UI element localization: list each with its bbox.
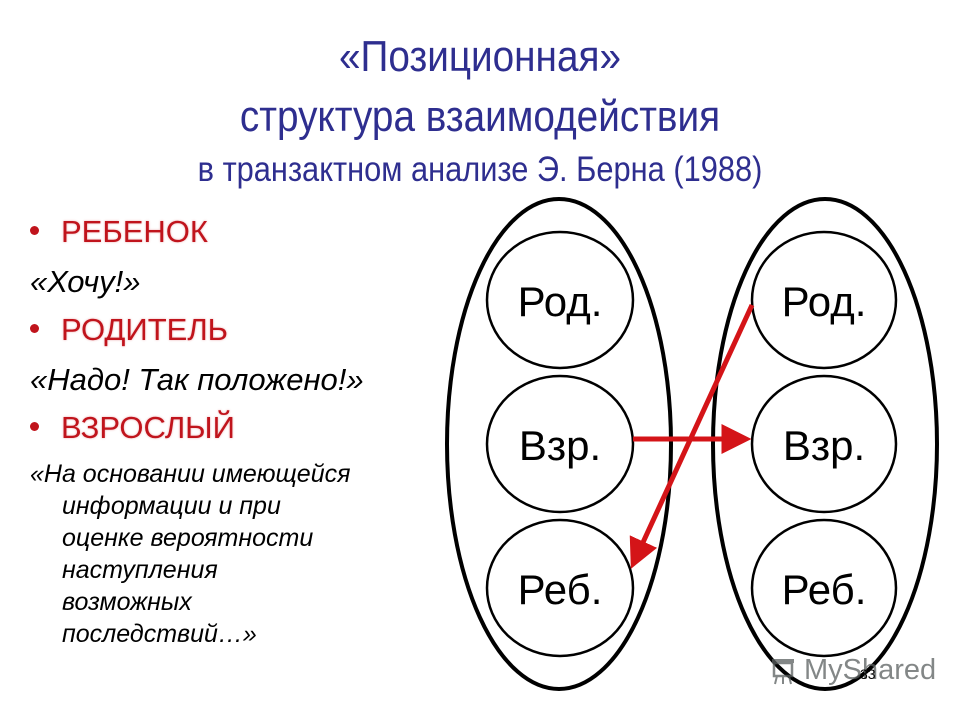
quote-line: возможных xyxy=(62,588,192,616)
slide-title-line-2: структура взаимодействия xyxy=(239,92,721,141)
quote-child: «Хочу!» xyxy=(30,264,141,299)
right-child-node: Реб. xyxy=(750,518,898,658)
bullet-dot-icon xyxy=(30,226,39,236)
quote-adult: «На основании имеющейся информации и при… xyxy=(30,458,350,650)
bullet-child: РЕБЕНОК xyxy=(30,214,208,250)
quote-parent: «Надо! Так положено!» xyxy=(30,362,364,397)
left-parent-node: Род. xyxy=(485,230,635,370)
quote-line: наступления xyxy=(62,556,218,584)
right-person-ellipse xyxy=(711,197,939,691)
right-parent-node: Род. xyxy=(750,230,898,370)
right-adult-node: Взр. xyxy=(750,374,898,514)
bullet-dot-icon xyxy=(30,324,39,334)
left-adult-node: Взр. xyxy=(485,374,635,514)
svg-text:Род.: Род. xyxy=(782,278,867,325)
svg-text:Реб.: Реб. xyxy=(782,566,867,613)
slide-title-line-1: «Позиционная» xyxy=(338,32,621,81)
arrow-parent-to-child xyxy=(629,303,755,569)
bullet-adult: ВЗРОСЛЫЙ xyxy=(30,410,235,446)
slide-subtitle: в транзактном анализе Э. Берна (1988) xyxy=(197,150,763,189)
watermark: MyShared xyxy=(768,654,936,687)
left-child-node: Реб. xyxy=(485,518,635,658)
svg-text:Взр.: Взр. xyxy=(783,422,865,469)
left-person-ellipse xyxy=(445,197,673,691)
bullet-dot-icon xyxy=(30,422,39,432)
watermark-text: MyShared xyxy=(804,654,937,686)
quote-line: оценке вероятности xyxy=(62,524,314,552)
svg-text:Реб.: Реб. xyxy=(518,566,603,613)
bullet-parent: РОДИТЕЛЬ xyxy=(30,312,228,348)
page-number: 33 xyxy=(860,666,876,682)
bullet-label: РЕБЕНОК xyxy=(61,214,208,249)
quote-line: последствий…» xyxy=(62,620,257,648)
svg-text:Взр.: Взр. xyxy=(519,422,601,469)
presentation-board-icon xyxy=(772,658,794,684)
bullet-label: ВЗРОСЛЫЙ xyxy=(61,410,235,445)
svg-text:Род.: Род. xyxy=(518,278,603,325)
quote-line: «На основании имеющейся xyxy=(30,460,351,488)
quote-line: информации и при xyxy=(62,492,281,520)
bullet-label: РОДИТЕЛЬ xyxy=(61,312,229,347)
